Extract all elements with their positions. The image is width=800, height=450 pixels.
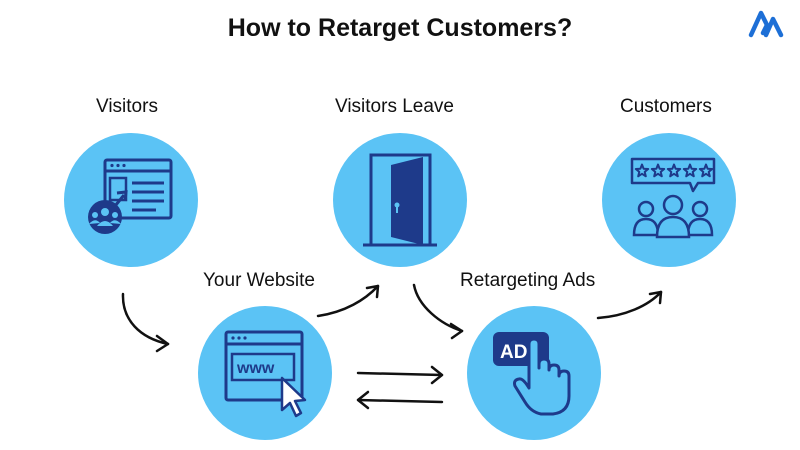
label-visitors-leave: Visitors Leave (335, 96, 454, 117)
arrow-website-to-leave (316, 284, 380, 318)
www-text: www (236, 360, 275, 377)
arrow-ads-to-customers (596, 290, 663, 320)
www-browser-cursor-icon: www (224, 330, 307, 418)
star-icon (650, 163, 666, 178)
node-retargeting-ads: ADS (467, 306, 601, 440)
browser-with-people-icon (88, 158, 173, 234)
ads-click-hand-icon: ADS (493, 332, 571, 416)
five-star-review-icon (630, 157, 716, 239)
star-icon (682, 163, 698, 178)
arrow-visitors-to-website (121, 292, 170, 346)
node-visitors-leave (333, 133, 467, 267)
node-visitors (64, 133, 198, 267)
label-visitors: Visitors (96, 96, 158, 117)
label-customers: Customers (620, 96, 712, 117)
arrow-ads-to-website (356, 398, 444, 404)
brand-logo-icon (748, 10, 784, 38)
diagram-title: How to Retarget Customers? (227, 14, 573, 42)
label-your-website: Your Website (203, 270, 315, 291)
star-icon (698, 163, 714, 178)
arrow-leave-to-ads (412, 283, 464, 333)
star-icon (666, 163, 682, 178)
node-customers (602, 133, 736, 267)
open-door-icon (363, 153, 437, 247)
node-your-website: www (198, 306, 332, 440)
star-icon (634, 163, 650, 178)
arrow-website-to-ads (356, 371, 444, 377)
label-retargeting-ads: Retargeting Ads (460, 270, 596, 291)
